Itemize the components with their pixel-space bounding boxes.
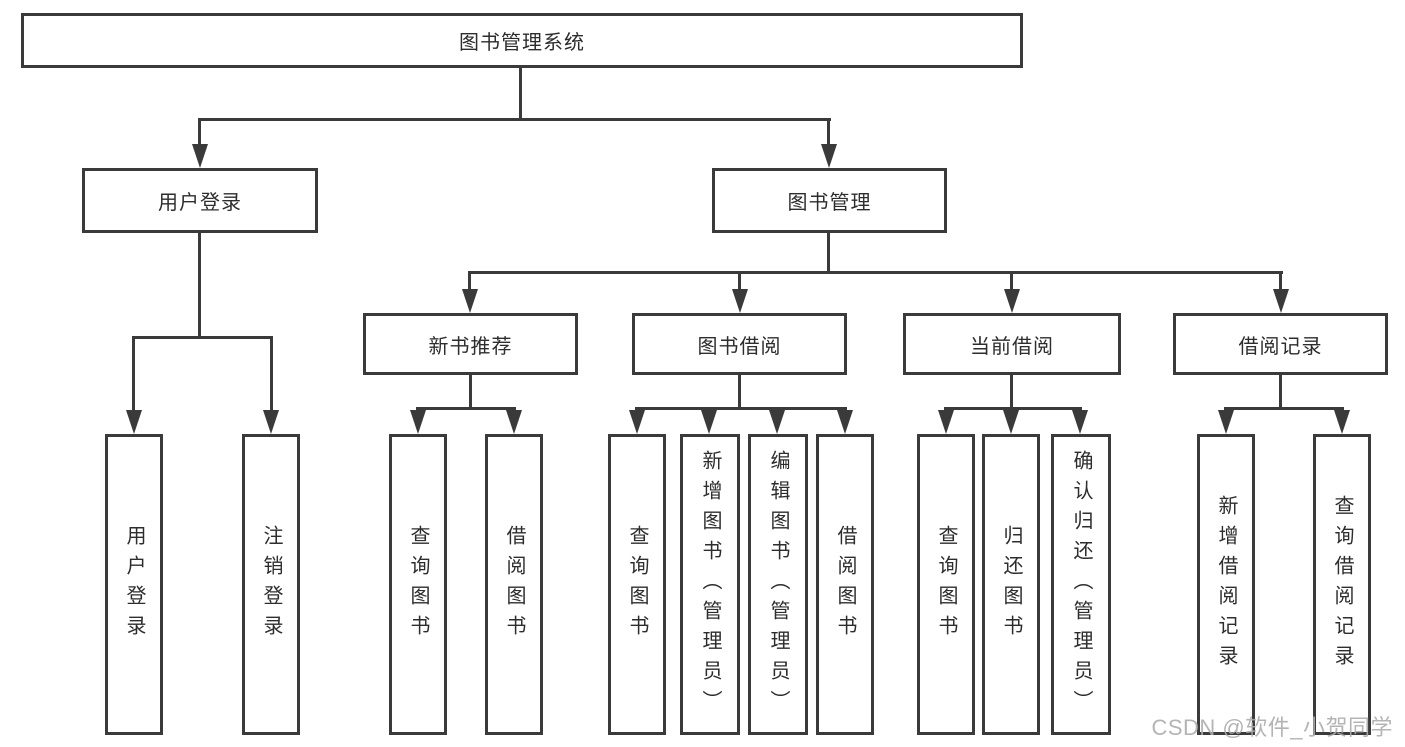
connector-book-borrow-rail <box>635 407 847 410</box>
watermark: CSDN @软件_小贺同学 <box>1151 715 1393 740</box>
leaf-label: 归还图书 <box>1000 524 1022 645</box>
leaf-return-books: 归还图书 <box>982 434 1040 735</box>
arrow-down-icon <box>263 410 279 434</box>
arrow-down-icon <box>506 410 522 434</box>
node-root: 图书管理系统 <box>21 13 1023 68</box>
connector-drop-user-login <box>198 118 201 148</box>
leaf-label: 借阅图书 <box>834 524 856 645</box>
leaf-add-borrow-record: 新增借阅记录 <box>1197 434 1255 735</box>
leaf-label: 确认归还（管理员） <box>1070 449 1092 720</box>
leaf-borrow-books: 借阅图书 <box>816 434 874 735</box>
connector-root-trunk <box>519 68 522 120</box>
node-book-borrow: 图书借阅 <box>632 313 847 375</box>
leaf-label: 新增图书（管理员） <box>699 449 721 720</box>
leaf-borrow-books-recommend: 借阅图书 <box>485 434 543 735</box>
leaf-label: 用户登录 <box>123 524 145 645</box>
connector-drop-borrow-records <box>1279 271 1282 292</box>
leaf-label: 借阅图书 <box>503 524 525 645</box>
arrow-down-icon <box>769 410 785 434</box>
node-root-label: 图书管理系统 <box>459 32 585 54</box>
node-borrow-records-label: 借阅记录 <box>1238 335 1323 358</box>
node-new-book-recommend-label: 新书推荐 <box>428 335 513 358</box>
connector-drop-leaf <box>270 336 273 413</box>
arrow-down-icon <box>1004 289 1020 313</box>
node-book-management: 图书管理 <box>712 168 947 233</box>
node-borrow-records: 借阅记录 <box>1173 313 1388 375</box>
arrow-down-icon <box>701 410 717 434</box>
leaf-query-books-current: 查询图书 <box>917 434 975 735</box>
connector-drop-new-book <box>468 271 471 292</box>
connector-drop-book-borrow <box>738 271 741 292</box>
arrow-down-icon <box>126 410 142 434</box>
leaf-query-books-borrow: 查询图书 <box>608 434 666 735</box>
leaf-label: 注销登录 <box>260 524 282 645</box>
node-current-borrow: 当前借阅 <box>903 313 1121 375</box>
connector-current-borrow-trunk <box>1010 375 1013 409</box>
leaf-label: 查询图书 <box>626 524 648 645</box>
connector-borrow-records-rail <box>1224 407 1344 410</box>
node-user-login: 用户登录 <box>82 168 318 233</box>
connector-new-book-rail <box>416 407 516 410</box>
leaf-label: 查询借阅记录 <box>1331 494 1353 675</box>
connector-drop-book-management <box>827 118 830 148</box>
leaf-label: 查询图书 <box>407 524 429 645</box>
leaf-confirm-return-admin: 确认归还（管理员） <box>1051 434 1111 735</box>
connector-drop-leaf <box>132 336 135 413</box>
leaf-logout: 注销登录 <box>242 434 300 735</box>
arrow-down-icon <box>837 410 853 434</box>
leaf-user-login: 用户登录 <box>105 434 163 735</box>
leaf-add-books-admin: 新增图书（管理员） <box>680 434 740 735</box>
leaf-label: 查询图书 <box>935 524 957 645</box>
leaf-edit-books-admin: 编辑图书（管理员） <box>748 434 808 735</box>
arrow-down-icon <box>1334 410 1350 434</box>
leaf-label: 新增借阅记录 <box>1215 494 1237 675</box>
arrow-down-icon <box>938 410 954 434</box>
arrow-down-icon <box>1218 410 1234 434</box>
connector-new-book-trunk <box>469 375 472 409</box>
connector-user-login-rail <box>132 336 273 339</box>
arrow-down-icon <box>1273 289 1289 313</box>
arrow-down-icon <box>1003 410 1019 434</box>
arrow-down-icon <box>732 289 748 313</box>
arrow-down-icon <box>629 410 645 434</box>
leaf-query-books-recommend: 查询图书 <box>389 434 447 735</box>
node-new-book-recommend: 新书推荐 <box>363 313 578 375</box>
leaf-label: 编辑图书（管理员） <box>767 449 789 720</box>
node-user-login-label: 用户登录 <box>158 192 242 214</box>
connector-user-login-trunk <box>198 233 201 338</box>
connector-book-borrow-trunk <box>738 375 741 409</box>
connector-borrow-records-trunk <box>1279 375 1282 409</box>
arrow-down-icon <box>1072 410 1088 434</box>
node-book-management-label: 图书管理 <box>787 192 872 214</box>
arrow-down-icon <box>462 289 478 313</box>
connector-current-borrow-rail <box>944 407 1082 410</box>
connector-level2-rail <box>198 118 831 121</box>
arrow-down-icon <box>821 144 837 168</box>
connector-book-management-trunk <box>827 233 830 273</box>
arrow-down-icon <box>192 144 208 168</box>
node-book-borrow-label: 图书借阅 <box>697 335 782 358</box>
connector-drop-current-borrow <box>1010 271 1013 292</box>
leaf-query-borrow-record: 查询借阅记录 <box>1313 434 1371 735</box>
arrow-down-icon <box>410 410 426 434</box>
connector-level3-rail <box>468 271 1283 274</box>
node-current-borrow-label: 当前借阅 <box>970 335 1054 358</box>
